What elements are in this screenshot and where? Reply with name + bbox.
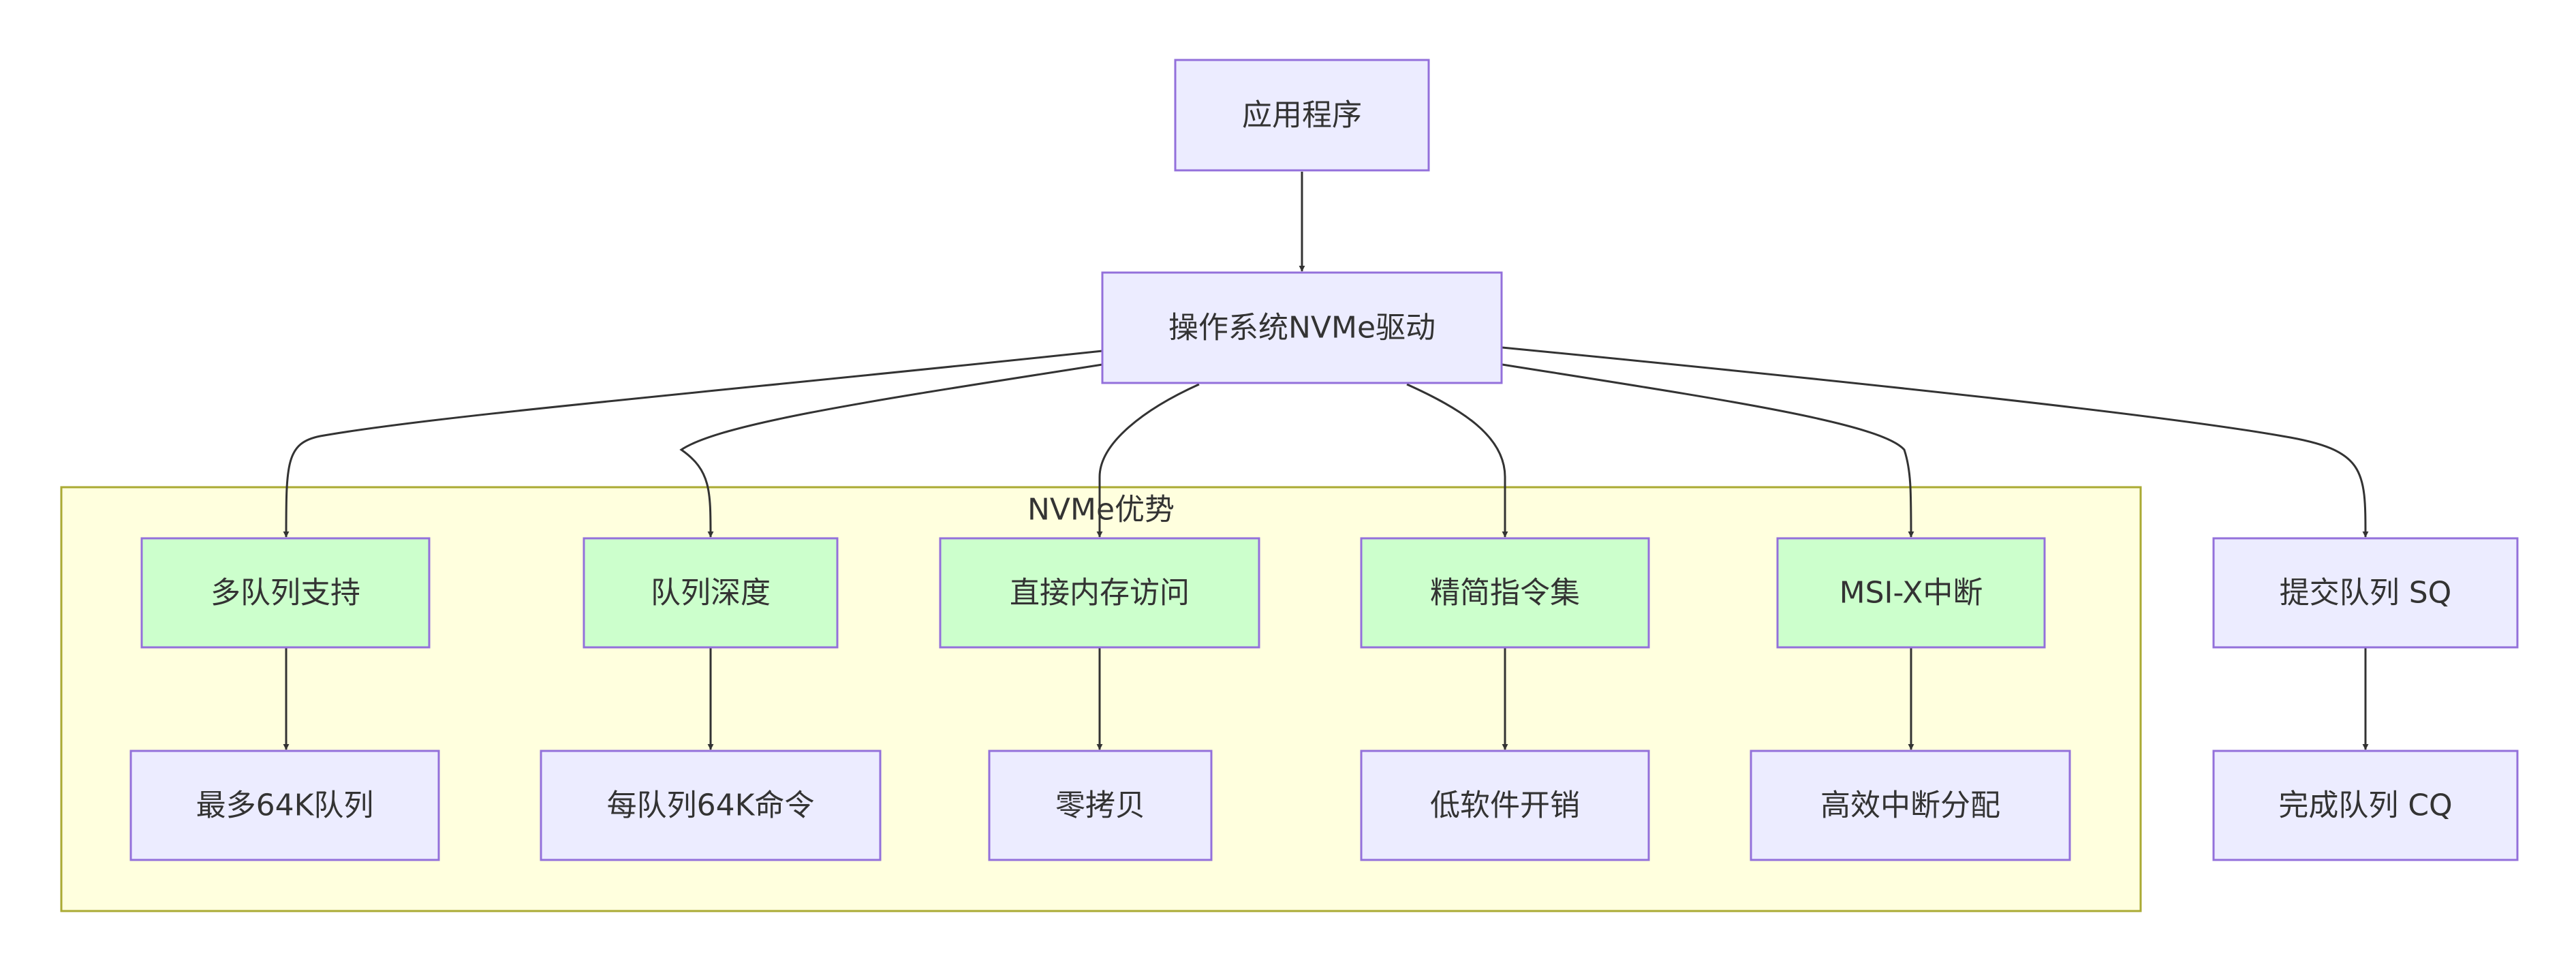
svg-text:多队列支持: 多队列支持 [211,576,360,611]
node-max-64k-queues: 最多64K队列 [129,750,440,861]
edge-driver-to-multi-queue [283,350,1103,538]
svg-text:高效中断分配: 高效中断分配 [1820,788,2000,823]
node-submission-queue: 提交队列 SQ [2212,537,2519,649]
svg-text:应用程序: 应用程序 [1242,98,1362,133]
node-msix-interrupt: MSI-X中断 [1776,537,2046,649]
svg-text:精简指令集: 精简指令集 [1430,576,1580,611]
node-multi-queue-support: 多队列支持 [140,537,431,649]
node-64k-commands-per-queue: 每队列64K命令 [540,750,882,861]
node-queue-depth: 队列深度 [583,537,839,649]
svg-text:最多64K队列: 最多64K队列 [196,788,374,823]
node-direct-memory-access: 直接内存访问 [939,537,1260,649]
edge-driver-to-direct-memory [1096,383,1200,538]
edge-driver-to-msix [1502,363,1914,538]
node-lean-instruction-set: 精简指令集 [1360,537,1650,649]
node-low-software-overhead: 低软件开销 [1360,750,1650,861]
edges [283,172,2369,750]
node-completion-queue: 完成队列 CQ [2212,750,2519,861]
svg-text:队列深度: 队列深度 [651,576,771,611]
cluster-title: NVMe优势 [1027,493,1175,527]
node-zero-copy: 零拷贝 [988,750,1213,861]
edge-driver-to-queue-depth [679,363,1103,538]
edge-driver-to-lean-cmdset [1406,383,1508,538]
node-os-nvme-driver: 操作系统NVMe驱动 [1101,271,1503,384]
svg-text:完成队列 CQ: 完成队列 CQ [2278,788,2452,823]
svg-text:零拷贝: 零拷贝 [1055,788,1145,823]
node-efficient-interrupt-distribution: 高效中断分配 [1750,750,2071,861]
svg-text:直接内存访问: 直接内存访问 [1010,576,1190,611]
svg-text:MSI-X中断: MSI-X中断 [1840,576,1983,611]
svg-text:提交队列 SQ: 提交队列 SQ [2280,576,2452,611]
node-application: 应用程序 [1174,59,1430,172]
svg-text:低软件开销: 低软件开销 [1430,788,1580,823]
svg-text:操作系统NVMe驱动: 操作系统NVMe驱动 [1168,311,1436,345]
svg-text:每队列64K命令: 每队列64K命令 [607,788,815,823]
edge-driver-to-submission-queue [1502,346,2369,538]
